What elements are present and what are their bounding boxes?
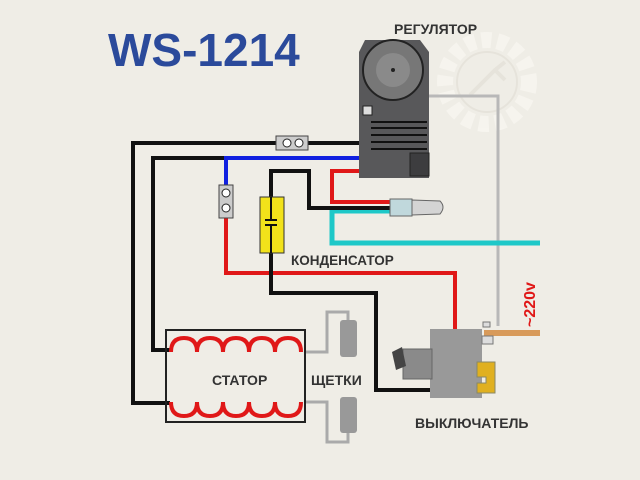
regulator-label: РЕГУЛЯТОР xyxy=(394,21,477,37)
switch-label: ВЫКЛЮЧАТЕЛЬ xyxy=(415,415,528,431)
capacitor xyxy=(259,196,285,254)
diagram-title: WS-1214 xyxy=(108,24,300,76)
brushes-label: ЩЕТКИ xyxy=(311,372,362,388)
black-wire-main xyxy=(131,141,365,405)
brushes xyxy=(340,320,357,433)
terminal-block-top xyxy=(275,135,309,151)
black-wire-stator xyxy=(151,156,226,352)
terminal-block-side xyxy=(218,184,234,219)
gray-wire xyxy=(425,94,500,326)
switch[interactable] xyxy=(392,321,496,398)
connector xyxy=(389,198,444,217)
voltage-label: ~220v xyxy=(522,282,539,327)
capacitor-label: КОНДЕНСАТОР xyxy=(291,253,394,268)
watermark-gear-icon xyxy=(437,32,537,132)
brush-wire-top xyxy=(305,310,350,354)
orange-power-wire xyxy=(484,330,540,336)
brush-wire-bottom xyxy=(305,400,350,444)
blue-wire xyxy=(224,156,410,186)
black-wire-capacitor-top xyxy=(269,169,390,210)
regulator xyxy=(359,39,430,178)
cyan-wire xyxy=(329,208,540,246)
stator-label: СТАТОР xyxy=(212,372,267,388)
stator xyxy=(165,329,306,423)
